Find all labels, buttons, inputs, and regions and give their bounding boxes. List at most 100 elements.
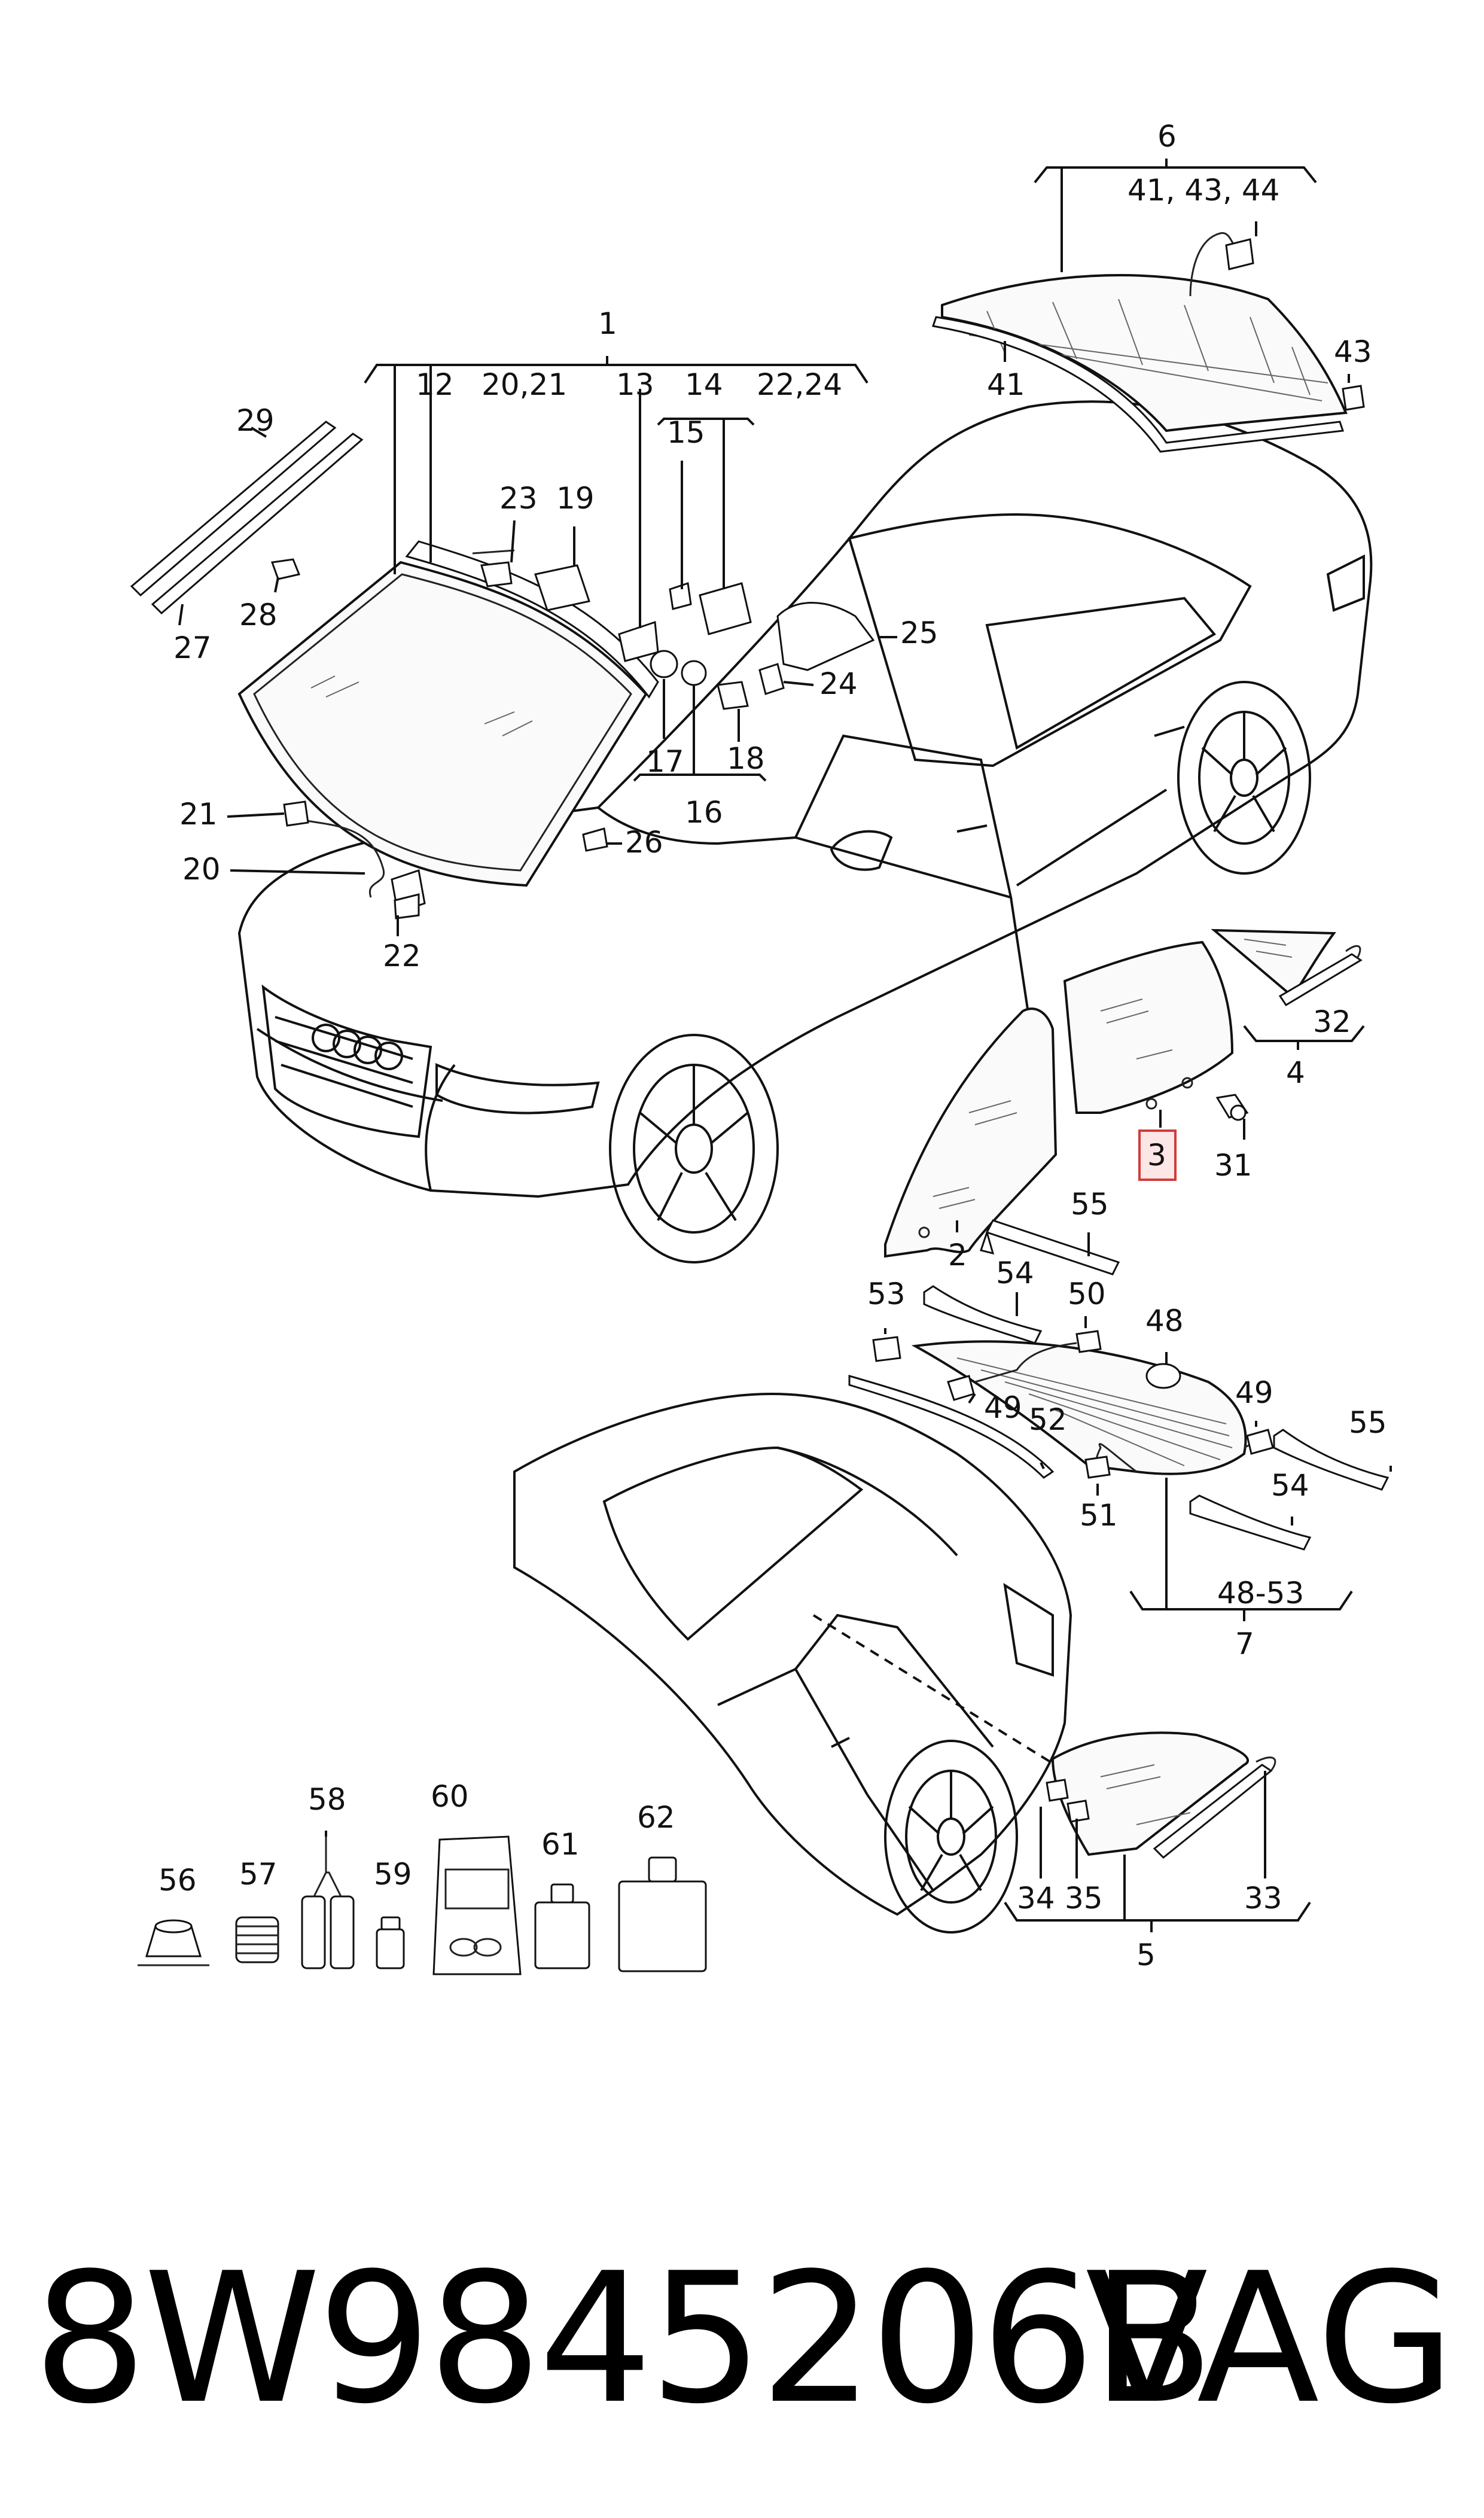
part-15-sensor	[669, 582, 692, 610]
highlight-box-part-3	[1138, 1129, 1177, 1181]
label-57: 57	[239, 1857, 278, 1892]
label-20-21: 20,21	[482, 367, 567, 402]
label-56: 56	[159, 1863, 197, 1898]
part-54-seal-lower	[1189, 1494, 1312, 1551]
label-62: 62	[637, 1800, 675, 1835]
label-54-top: 54	[996, 1256, 1034, 1290]
part-51-connector	[1084, 1456, 1111, 1479]
part-55-front-seal	[985, 1219, 1120, 1275]
part-34-clip	[1046, 1779, 1069, 1802]
label-3[interactable]: 3	[1147, 1138, 1166, 1173]
label-32: 32	[1313, 1004, 1351, 1039]
label-50: 50	[1068, 1277, 1106, 1311]
leader-lines	[178, 159, 1392, 1932]
part-29-moulding	[130, 421, 337, 597]
part-23-nut	[480, 561, 513, 587]
label-35: 35	[1065, 1881, 1103, 1916]
part-44-connector	[1225, 238, 1254, 270]
label-12: 12	[416, 367, 454, 402]
part-48-cap	[1145, 1363, 1181, 1389]
label-49-right: 49	[1235, 1375, 1273, 1410]
part-17-grommet	[650, 650, 678, 678]
part-43-clip	[1342, 385, 1365, 411]
consumables-group	[138, 1835, 707, 1975]
label-54-right: 54	[1271, 1468, 1309, 1503]
label-2: 2	[948, 1238, 967, 1272]
label-19: 19	[556, 481, 595, 516]
part-number-footer: 8W9845206B	[33, 2234, 1214, 2443]
part-41-roof-glass	[941, 274, 1348, 433]
label-53: 53	[867, 1277, 906, 1311]
part-14-mount	[699, 582, 752, 635]
label-29: 29	[236, 403, 275, 438]
label-28: 28	[239, 598, 278, 632]
part-18-cap	[717, 681, 749, 710]
label-24: 24	[819, 666, 858, 701]
windshield-small-parts	[472, 549, 875, 852]
part-61-bottle	[534, 1901, 590, 1969]
label-15: 15	[667, 415, 705, 450]
part-58-cartridge-right	[330, 1895, 355, 1969]
quarter-glass-group	[1046, 1731, 1276, 1859]
label-59: 59	[374, 1857, 412, 1892]
brand-footer: VAG	[1085, 2234, 1455, 2443]
label-58: 58	[308, 1782, 346, 1817]
label-52: 52	[1029, 1402, 1067, 1437]
label-20: 20	[182, 852, 221, 887]
part-26-clip	[582, 827, 608, 852]
part-57-spool	[235, 1916, 279, 1963]
windshield-glass	[237, 561, 648, 887]
part-48-rear-window	[911, 1340, 1247, 1475]
label-23: 23	[499, 481, 538, 516]
label-55-right: 55	[1349, 1405, 1387, 1440]
part-25-cover	[776, 602, 875, 671]
label-1: 1	[598, 306, 617, 341]
part-13-holder	[618, 620, 659, 662]
label-55-top: 55	[1071, 1187, 1109, 1222]
label-60: 60	[431, 1779, 469, 1814]
label-41-43-44: 41, 43, 44	[1128, 173, 1279, 208]
part-62-bottle	[618, 1880, 707, 1972]
roof-glass-group	[932, 232, 1365, 453]
label-22: 22	[383, 939, 421, 973]
windshield-group	[237, 540, 659, 919]
part-19-cover	[534, 564, 590, 611]
callout-labels: 1 12 20,21 13 14 22,24 15 29 23 19 25 24…	[159, 119, 1387, 1972]
label-4: 4	[1286, 1055, 1305, 1090]
label-16: 16	[685, 795, 723, 830]
label-27: 27	[173, 631, 212, 665]
label-31: 31	[1214, 1148, 1253, 1183]
label-18: 18	[727, 741, 765, 776]
part-53-clip	[872, 1336, 901, 1362]
label-25: 25	[900, 616, 938, 650]
part-55-rear-seal	[1273, 1429, 1389, 1491]
wagon-body-drawing	[513, 1392, 1072, 1934]
part-24-clip	[758, 663, 785, 695]
part-50-connector	[1075, 1330, 1102, 1353]
label-14: 14	[685, 367, 723, 402]
label-6: 6	[1157, 119, 1177, 154]
label-41: 41	[987, 367, 1025, 402]
label-61: 61	[541, 1827, 580, 1862]
label-33: 33	[1244, 1881, 1282, 1916]
part-60-bag	[432, 1835, 522, 1975]
part-52-seal	[848, 1375, 1055, 1479]
label-43: 43	[1334, 334, 1372, 369]
label-26: 26	[625, 825, 663, 860]
part-28-clip	[270, 558, 301, 580]
part-49-connector-right	[1246, 1429, 1274, 1455]
part-2-front-door-glass	[884, 1007, 1058, 1258]
sedan-body-drawing	[237, 400, 1373, 1263]
part-27-moulding	[151, 433, 364, 615]
label-22-24: 22,24	[757, 367, 842, 402]
part-3-rear-door-glass[interactable]	[1063, 940, 1234, 1114]
label-48-53: 48-53	[1217, 1576, 1304, 1610]
label-5: 5	[1136, 1938, 1156, 1972]
label-34: 34	[1017, 1881, 1055, 1916]
rear-window-group	[848, 1285, 1389, 1551]
part-54-seal-upper	[923, 1285, 1043, 1344]
label-7: 7	[1235, 1627, 1254, 1661]
part-5-quarter-glass	[1051, 1731, 1249, 1856]
part-32-seal	[1278, 953, 1363, 1007]
